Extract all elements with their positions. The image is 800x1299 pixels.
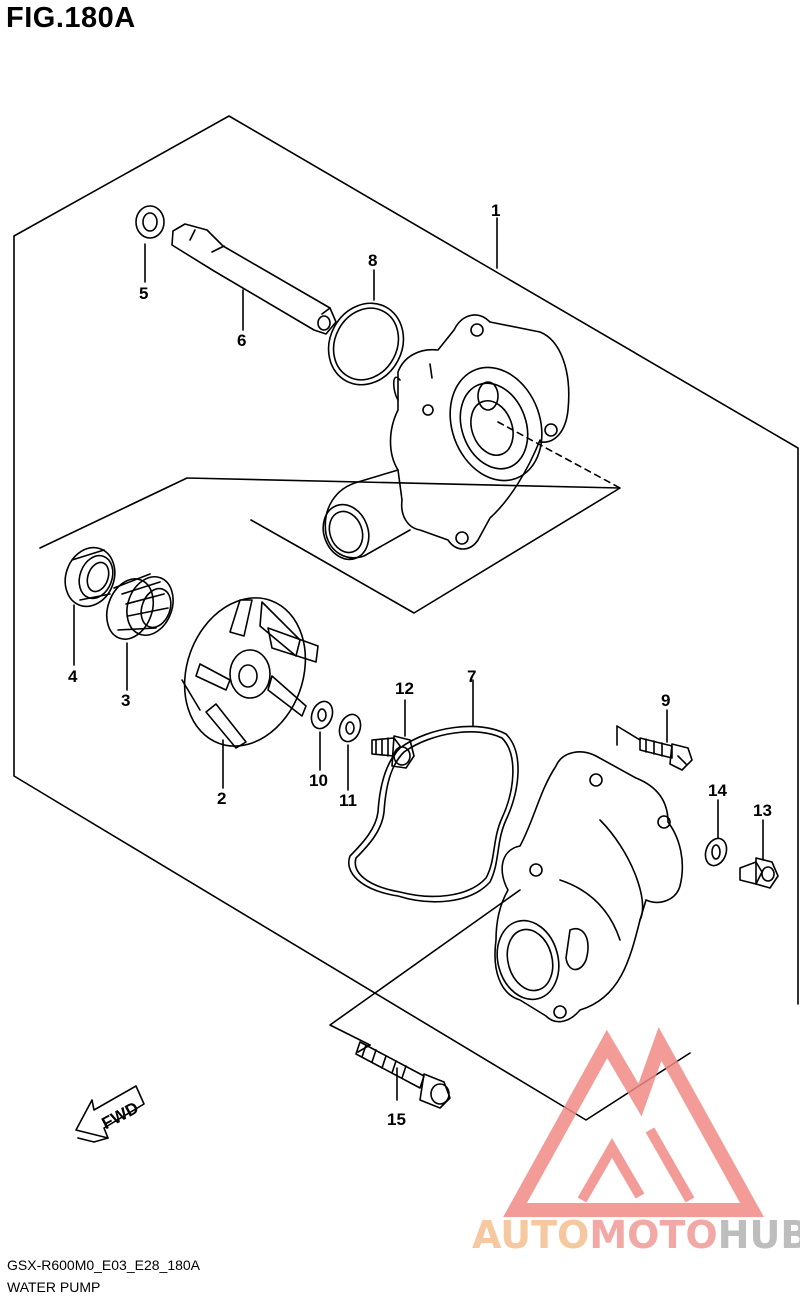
watermark-logo: [503, 1027, 764, 1217]
bolt-15: [355, 1041, 451, 1109]
assembly-outline: [13, 115, 799, 1121]
washer-11: [338, 713, 362, 743]
washer-14: [704, 837, 728, 867]
figure-title: FIG.180A: [6, 2, 136, 34]
washer-5: [135, 205, 165, 239]
callout-14: 14: [708, 781, 727, 800]
bolt-12: [371, 735, 415, 769]
fwd-direction-arrow: [75, 1085, 145, 1143]
callout-7: 7: [467, 667, 476, 686]
part-name: WATER PUMP: [7, 1279, 101, 1295]
model-code: GSX-R600M0_E03_E28_180A: [7, 1257, 201, 1273]
callout-15: 15: [387, 1110, 406, 1129]
bolt-13: [739, 857, 779, 889]
pump-shaft-6: [171, 223, 337, 335]
washer-10: [310, 700, 334, 730]
gasket-7: [348, 725, 519, 903]
callout-10: 10: [309, 771, 328, 790]
callout-4: 4: [68, 667, 78, 686]
callout-1: 1: [491, 201, 500, 220]
impeller-2: [181, 597, 319, 749]
callout-9: 9: [661, 691, 670, 710]
callout-8: 8: [368, 251, 377, 270]
callout-6: 6: [237, 331, 246, 350]
o-ring-8: [327, 302, 405, 386]
watermark-text: AUTOMOTOHUB: [472, 1213, 800, 1257]
pump-cover: [494, 751, 684, 1023]
callout-11: 11: [339, 791, 357, 810]
callout-5: 5: [139, 284, 148, 303]
pump-body-1: [322, 314, 570, 561]
callout-3: 3: [121, 691, 130, 710]
mechanical-seal-3: [105, 573, 174, 640]
oil-seal-4: [64, 546, 116, 608]
callout-12: 12: [395, 679, 414, 698]
callout-13: 13: [753, 801, 772, 820]
bolt-9: [639, 737, 693, 771]
callout-2: 2: [217, 789, 226, 808]
